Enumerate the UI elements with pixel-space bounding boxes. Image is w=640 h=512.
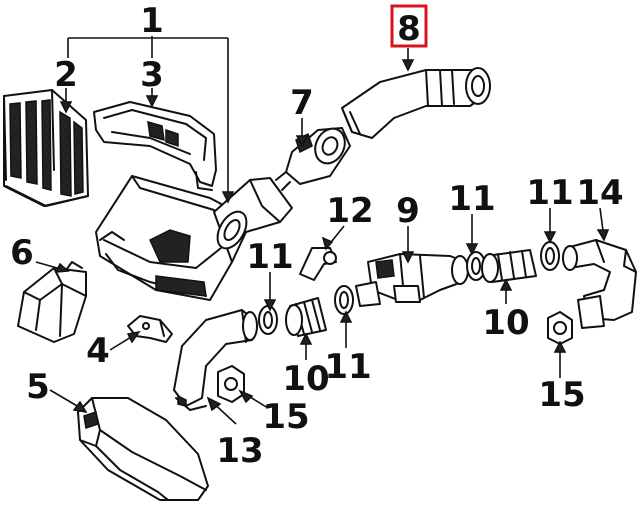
callout-10-left[interactable]: 10 xyxy=(282,359,329,399)
leader-arrowheads xyxy=(54,59,610,414)
callout-labels: 1 2 3 4 5 6 7 8 9 10 10 11 11 11 11 12 1… xyxy=(10,1,624,471)
intake-pipe-13[interactable] xyxy=(173,309,258,411)
highlight-box xyxy=(390,4,428,48)
callout-4[interactable]: 4 xyxy=(86,331,110,371)
gasket-15a[interactable] xyxy=(217,365,245,403)
callout-8[interactable]: 8 xyxy=(397,9,421,49)
rubber-coupler-10a[interactable] xyxy=(285,297,327,337)
bracket-4[interactable] xyxy=(127,315,173,343)
callout-13[interactable]: 13 xyxy=(216,431,263,471)
hose-clamp-11b[interactable] xyxy=(334,285,354,315)
callout-6[interactable]: 6 xyxy=(10,233,34,273)
callout-12[interactable]: 12 xyxy=(326,191,373,231)
callout-11-b[interactable]: 11 xyxy=(324,347,371,387)
hose-clamp-11d[interactable] xyxy=(540,241,560,271)
air-cleaner-upper-cover[interactable] xyxy=(93,101,217,191)
callout-15-right[interactable]: 15 xyxy=(538,375,585,415)
callout-14[interactable]: 14 xyxy=(576,173,623,213)
intake-hose-8[interactable] xyxy=(341,67,491,139)
callout-10-right[interactable]: 10 xyxy=(482,303,529,343)
air-flow-meter[interactable] xyxy=(275,124,351,191)
callout-11-c[interactable]: 11 xyxy=(448,179,495,219)
air-cleaner-lower-case[interactable] xyxy=(95,175,293,301)
air-duct-5[interactable] xyxy=(77,397,209,501)
callout-7[interactable]: 7 xyxy=(290,83,314,123)
intake-pipe-9[interactable] xyxy=(355,253,469,307)
gasket-15b[interactable] xyxy=(547,311,573,345)
air-filter-element[interactable] xyxy=(3,89,89,207)
callout-3[interactable]: 3 xyxy=(140,55,164,95)
callout-15-left[interactable]: 15 xyxy=(262,397,309,437)
hose-clamp-11c[interactable] xyxy=(466,251,486,281)
rubber-coupler-10b[interactable] xyxy=(481,249,537,283)
callout-2[interactable]: 2 xyxy=(54,55,78,95)
hose-clamp-11a[interactable] xyxy=(258,305,278,335)
breather-hose-12[interactable] xyxy=(299,247,337,281)
callout-5[interactable]: 5 xyxy=(26,367,50,407)
callout-11-a[interactable]: 11 xyxy=(246,237,293,277)
air-duct-6[interactable] xyxy=(17,261,87,343)
callout-11-d[interactable]: 11 xyxy=(526,173,573,213)
callout-1[interactable]: 1 xyxy=(140,1,164,41)
intake-pipe-14[interactable] xyxy=(562,239,637,329)
callout-9[interactable]: 9 xyxy=(396,191,420,231)
